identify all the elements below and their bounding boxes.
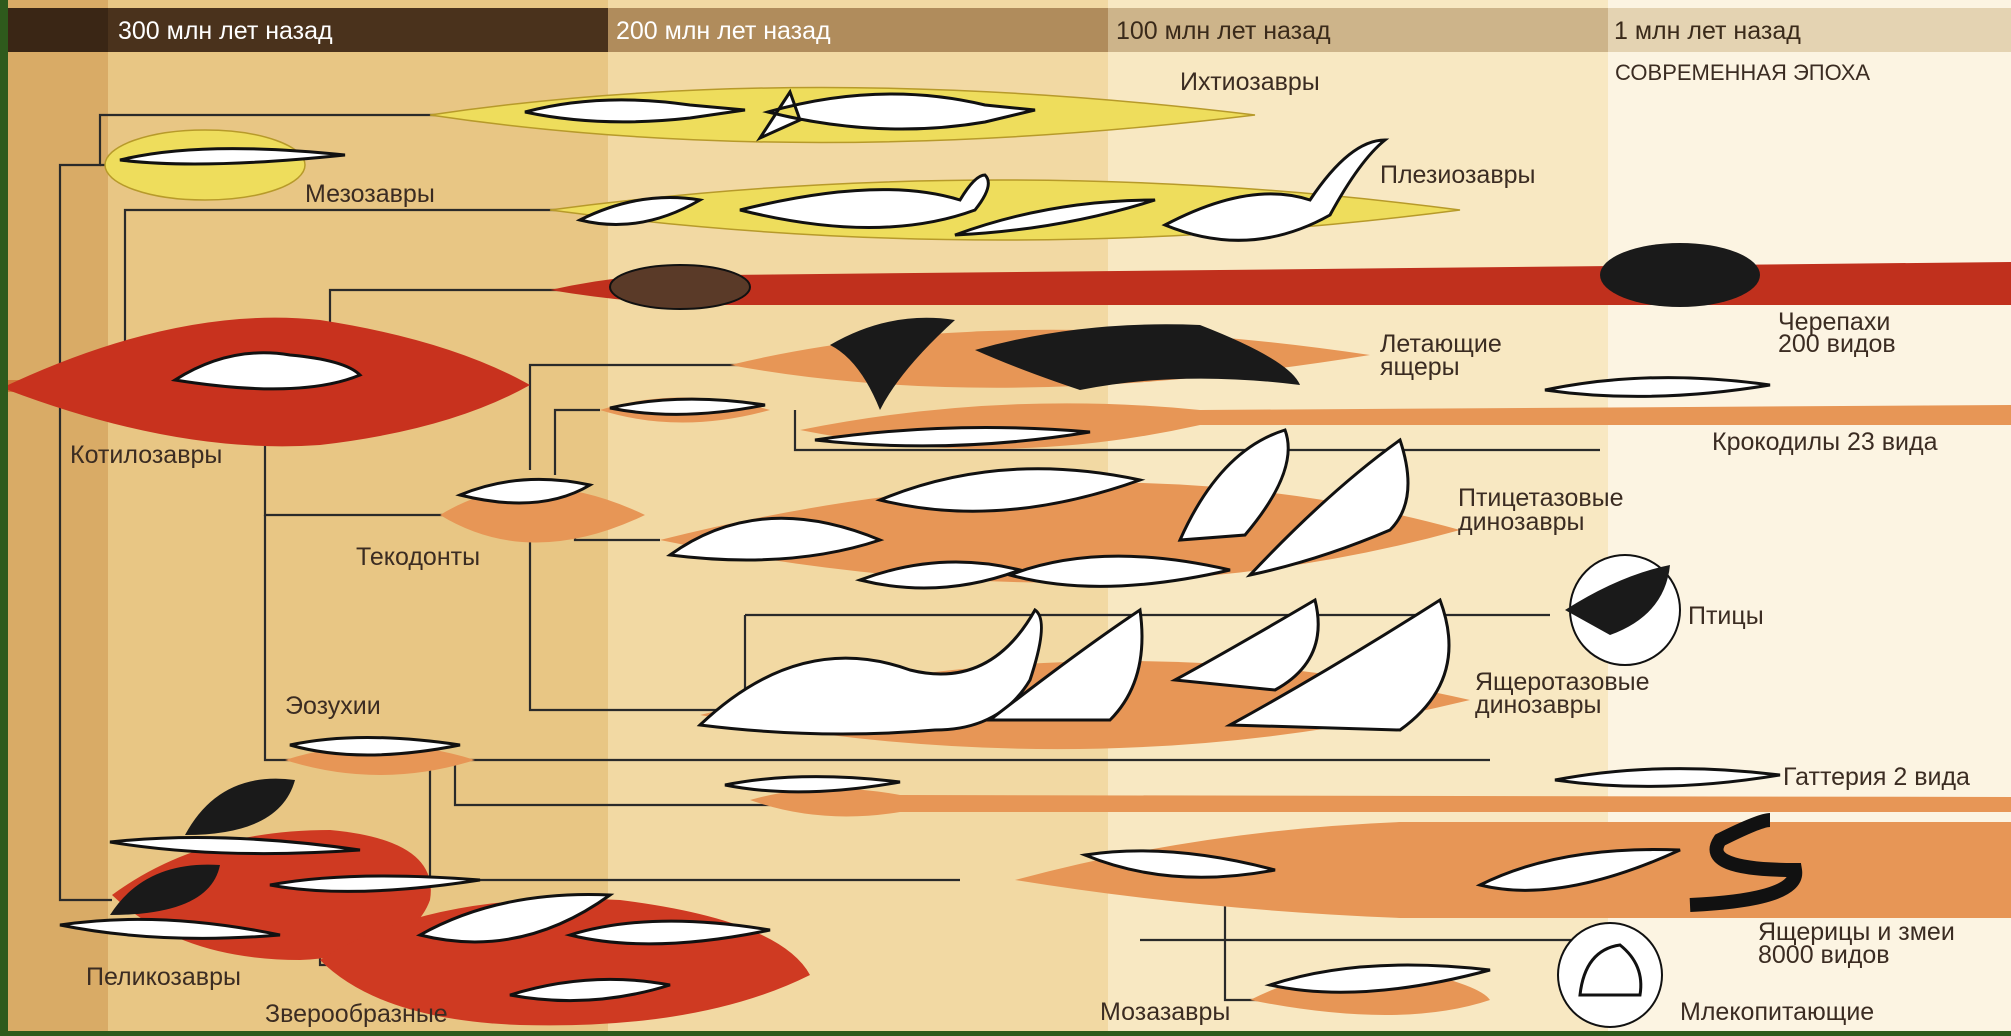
label-mammals: Млекопитающие (1680, 998, 1874, 1026)
mammal-icon (1558, 923, 1662, 1027)
label-turtles-2: 200 видов (1778, 330, 1896, 358)
label-cotylosaurs: Котилозавры (70, 441, 222, 469)
timeline-label-300: 300 млн лет назад (118, 17, 333, 45)
timeline-label-100: 100 млн лет назад (1116, 17, 1331, 45)
header-cell-start (8, 8, 108, 52)
label-crocodiles: Крокодилы 23 вида (1712, 428, 1938, 456)
label-thecodonts: Текодонты (356, 543, 480, 571)
label-tuatara: Гаттерия 2 вида (1783, 763, 1970, 791)
label-mosasaurs: Мозазавры (1100, 998, 1230, 1026)
label-pelycosaurs: Пеликозавры (86, 963, 241, 991)
label-mesosaurs: Мезозавры (305, 180, 435, 208)
timeline-label-1: 1 млн лет назад (1614, 17, 1801, 45)
label-eosuchia: Эозухии (285, 692, 381, 720)
label-ichthyosaurs: Ихтиозавры (1180, 68, 1320, 96)
era-band-early (8, 0, 108, 1031)
label-saurischia-2: динозавры (1475, 691, 1602, 719)
label-lizards-2: 8000 видов (1758, 941, 1890, 969)
label-therapsids: Зверообразные (265, 1000, 448, 1028)
label-ornithischia-2: динозавры (1458, 508, 1585, 536)
label-pterosaurs-2: ящеры (1380, 353, 1460, 381)
label-birds: Птицы (1688, 602, 1764, 630)
modern-era-label: СОВРЕМЕННАЯ ЭПОХА (1615, 60, 1870, 85)
timeline-label-200: 200 млн лет назад (616, 17, 831, 45)
label-plesiosaurs: Плезиозавры (1380, 161, 1535, 189)
